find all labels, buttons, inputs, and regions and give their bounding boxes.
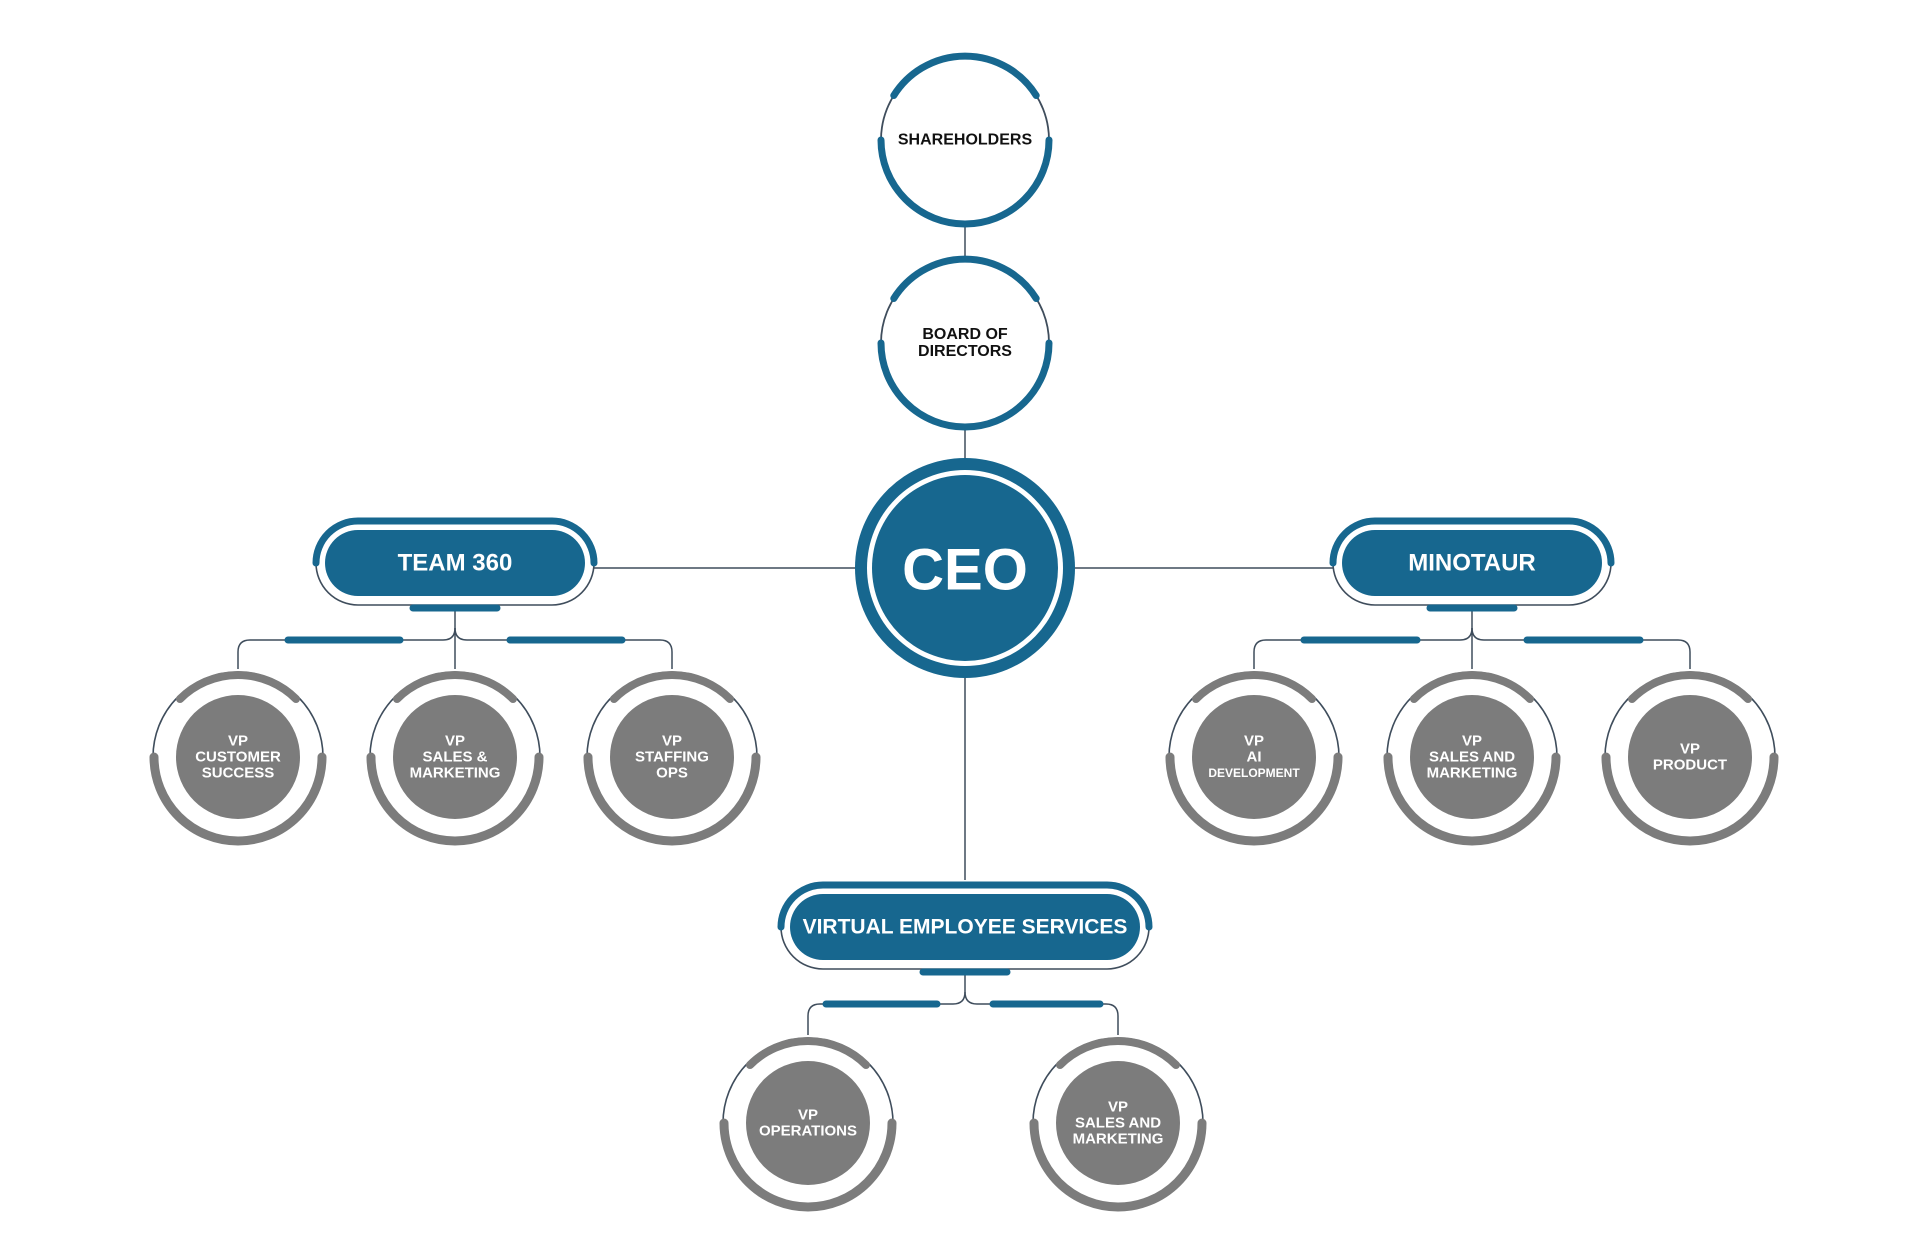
vp-accent-arc bbox=[746, 1036, 870, 1069]
vp-label: VP bbox=[798, 1107, 818, 1124]
vp-disc bbox=[176, 695, 300, 819]
vp-disc bbox=[746, 1061, 870, 1185]
division-virtual-employee-services: VIRTUAL EMPLOYEE SERVICES bbox=[777, 881, 1153, 1008]
vp-label: SALES AND bbox=[1075, 1115, 1161, 1132]
division-label: MINOTAUR bbox=[1408, 550, 1536, 577]
vp-label: PRODUCT bbox=[1653, 757, 1727, 774]
division-team360: TEAM 360 bbox=[284, 517, 626, 644]
vp-label: VP bbox=[445, 733, 465, 750]
vp-accent-arc bbox=[1056, 1036, 1180, 1069]
vp-label: OPS bbox=[656, 765, 688, 782]
connector-branch bbox=[1471, 627, 1691, 669]
division-pill bbox=[790, 894, 1140, 960]
vp-accent-arc bbox=[149, 752, 327, 846]
vp-accent-arc bbox=[1628, 670, 1752, 703]
vp-label: CUSTOMER bbox=[195, 749, 281, 766]
connector-branch bbox=[964, 991, 1119, 1035]
division-accent-arc bbox=[1329, 517, 1615, 567]
vp-accent-arc bbox=[719, 1118, 897, 1212]
vp-label: AI bbox=[1247, 749, 1262, 766]
vp-accent-arc bbox=[176, 670, 300, 703]
division-minotaur: MINOTAUR bbox=[1300, 517, 1644, 644]
vp-accent-arc bbox=[1165, 752, 1343, 846]
node-label: SHAREHOLDERS bbox=[898, 132, 1033, 149]
vp-disc bbox=[1628, 695, 1752, 819]
vp-label: MARKETING bbox=[1427, 765, 1518, 782]
connector-branch bbox=[1253, 627, 1473, 669]
vp-disc bbox=[1192, 695, 1316, 819]
connector-branch bbox=[807, 991, 966, 1035]
connector-branch bbox=[454, 627, 673, 669]
vp-disc bbox=[1056, 1061, 1180, 1185]
vp-disc bbox=[1410, 695, 1534, 819]
division-label: VIRTUAL EMPLOYEE SERVICES bbox=[803, 916, 1128, 939]
vp-label: VP bbox=[1108, 1099, 1128, 1116]
vp-accent-arc bbox=[1192, 670, 1316, 703]
node-shareholders: SHAREHOLDERS bbox=[877, 52, 1053, 228]
vp-label: SALES AND bbox=[1429, 749, 1515, 766]
vp-label: MARKETING bbox=[410, 765, 501, 782]
node-accent-arc bbox=[877, 136, 1053, 228]
vp-accent-arc bbox=[583, 752, 761, 846]
vp-label: VP bbox=[1244, 733, 1264, 750]
vp-accent-arc bbox=[610, 670, 734, 703]
division-accent-arc bbox=[777, 881, 1153, 931]
division-accent-arc bbox=[312, 517, 598, 567]
vp-accent-arc bbox=[1029, 1118, 1207, 1212]
vp-disc bbox=[393, 695, 517, 819]
vp-label: OPERATIONS bbox=[759, 1123, 857, 1140]
vp-label: VP bbox=[1680, 741, 1700, 758]
ceo-label: CEO bbox=[902, 538, 1028, 603]
vp-accent-arc bbox=[1601, 752, 1779, 846]
node-ceo: CEO bbox=[855, 458, 1075, 678]
vp-label: SUCCESS bbox=[202, 765, 275, 782]
division-label: TEAM 360 bbox=[398, 550, 513, 577]
vp-label: SALES & bbox=[422, 749, 487, 766]
vp-label: MARKETING bbox=[1073, 1131, 1164, 1148]
node-accent-arc bbox=[877, 339, 1053, 431]
vp-label: VP bbox=[1462, 733, 1482, 750]
ceo-inner-disc bbox=[872, 475, 1058, 661]
vp-label: VP bbox=[228, 733, 248, 750]
vp-disc bbox=[610, 695, 734, 819]
division-pill bbox=[325, 530, 585, 596]
node-label: BOARD OF bbox=[922, 326, 1008, 343]
node-accent-arc bbox=[890, 52, 1040, 99]
node-label: DIRECTORS bbox=[918, 343, 1012, 360]
node-accent-arc bbox=[890, 255, 1040, 302]
vp-label: VP bbox=[662, 733, 682, 750]
vp-accent-arc bbox=[366, 752, 544, 846]
vp-label: DEVELOPMENT bbox=[1208, 766, 1300, 780]
vp-accent-arc bbox=[393, 670, 517, 703]
vp-label: STAFFING bbox=[635, 749, 709, 766]
division-pill bbox=[1342, 530, 1602, 596]
vp-accent-arc bbox=[1383, 752, 1561, 846]
vp-accent-arc bbox=[1410, 670, 1534, 703]
connector-branch bbox=[237, 627, 456, 669]
